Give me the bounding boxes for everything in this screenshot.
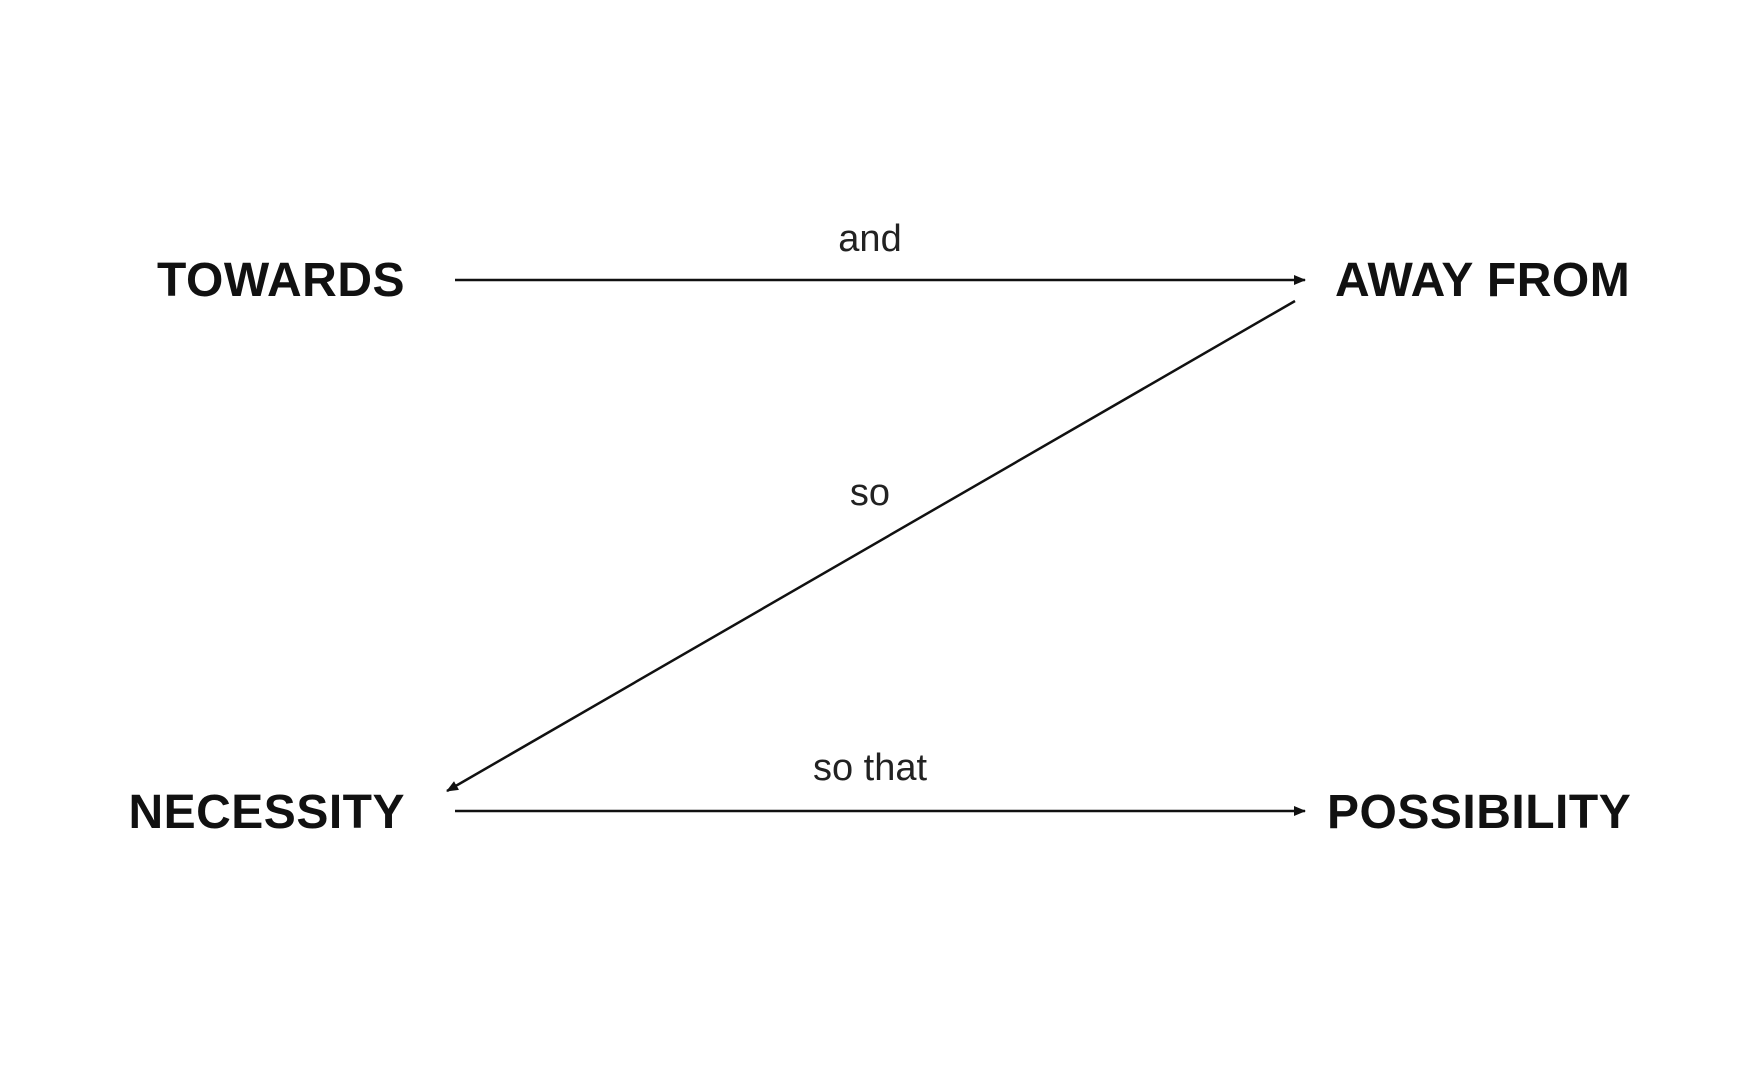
node-possibility: POSSIBILITY (1327, 786, 1632, 839)
node-necessity: NECESSITY (128, 786, 405, 839)
node-away-from: AWAY FROM (1335, 254, 1631, 307)
arrow-away-from-to-necessity (446, 299, 1296, 793)
edge-label-so-that: so that (812, 747, 928, 789)
edge-label-so: so (849, 472, 891, 514)
edge-label-and: and (838, 218, 902, 260)
node-towards: TOWARDS (157, 254, 405, 307)
